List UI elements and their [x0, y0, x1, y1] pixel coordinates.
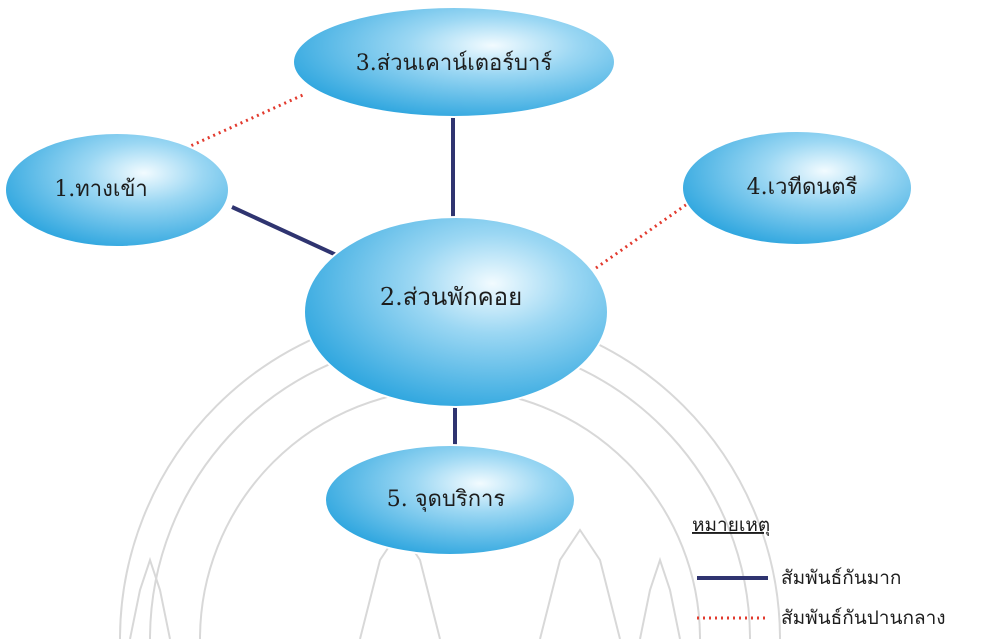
- edge-entrance-counter: [174, 92, 306, 155]
- node-music-stage: 4.เวทีดนตรี: [681, 130, 913, 246]
- legend-medium-label: สัมพันธ์กันปานกลาง: [781, 607, 946, 629]
- node-entrance: 1.ทางเข้า: [4, 132, 230, 248]
- node-service-point-label: 5. จุดบริการ: [387, 487, 506, 512]
- node-counter-bar-label: 3.ส่วนเคาน์เตอร์บาร์: [356, 51, 553, 76]
- node-lounge: 2.ส่วนพักคอย: [303, 216, 609, 408]
- node-lounge-label: 2.ส่วนพักคอย: [380, 283, 522, 311]
- node-service-point: 5. จุดบริการ: [324, 444, 576, 556]
- edge-lounge-stage: [595, 200, 691, 270]
- node-entrance-label: 1.ทางเข้า: [54, 177, 148, 202]
- legend-title: หมายเหตุ: [692, 514, 770, 537]
- node-music-stage-label: 4.เวทีดนตรี: [747, 175, 858, 200]
- legend-strong-label: สัมพันธ์กันมาก: [781, 567, 901, 589]
- edge-entrance-lounge: [231, 205, 346, 261]
- legend: หมายเหตุ สัมพันธ์กันมาก สัมพันธ์กันปานกล…: [692, 514, 946, 629]
- node-counter-bar: 3.ส่วนเคาน์เตอร์บาร์: [292, 6, 616, 118]
